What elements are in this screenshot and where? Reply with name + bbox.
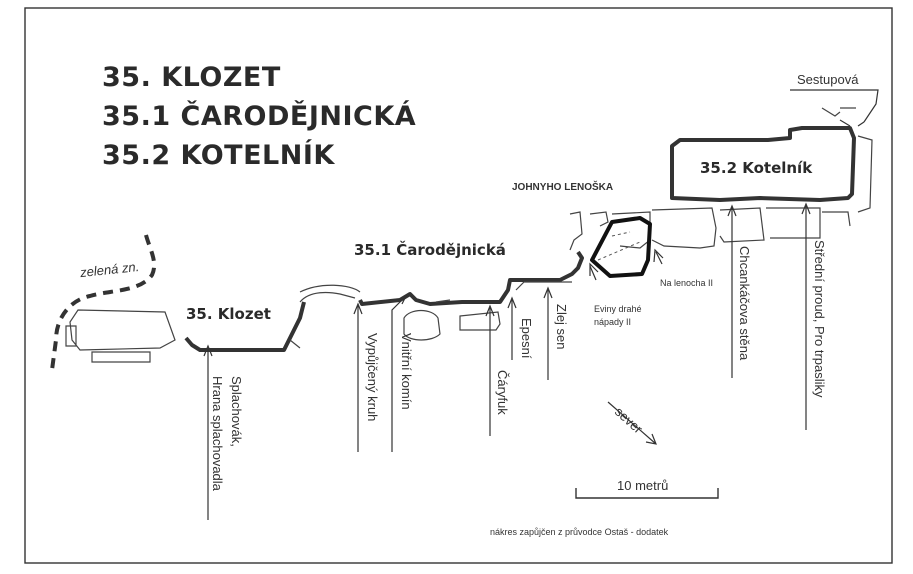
lenoska-pillar — [590, 216, 652, 278]
rock-outline-lenoska — [569, 207, 851, 251]
green-trail — [50, 234, 157, 371]
route-label-epesni: Epesní — [519, 318, 534, 359]
route-label-splachovak: Splachovák, — [229, 376, 244, 447]
area-label-kotelnik: 35.2 Kotelník — [700, 159, 813, 177]
scale-label: 10 metrů — [617, 478, 669, 493]
route-label-vypujceny: Vypůjčený kruh — [365, 333, 380, 422]
cliff-kotelnik — [670, 126, 856, 202]
cliff-klozet — [184, 301, 306, 352]
route-label-vnitrni: Vnitřní komín — [399, 333, 414, 410]
area-label-klozet: 35. Klozet — [186, 305, 271, 323]
title-kotelnik: 35.2 KOTELNÍK — [102, 140, 335, 171]
route-label-stredni: Střední proud, Pro trpasliky — [812, 240, 827, 398]
cliff-carodejnicka — [358, 250, 584, 306]
area-label-carodejnicka: 35.1 Čarodějnická — [354, 241, 506, 259]
rock-outline-left — [65, 309, 176, 363]
rock-outline-klozet — [289, 291, 356, 349]
route-label-hrana: Hrana splachovadla — [210, 376, 225, 491]
rock-outline-kotelnik — [821, 107, 873, 213]
eviny-label: Eviny drahé nápady II — [594, 304, 642, 327]
lenoska-inner — [597, 231, 641, 261]
route-label-zlej: Zlej sen — [554, 304, 569, 350]
title-klozet: 35. KLOZET — [102, 62, 281, 93]
north-arrow — [607, 401, 657, 445]
johnyho-lenoska-label: JOHNYHO LENOŠKA — [512, 182, 614, 193]
title-carodejnicka: 35.1 ČARODĚJNICKÁ — [102, 101, 417, 132]
credit-label: nákres zapůjčen z průvodce Ostaš - dodat… — [490, 527, 669, 537]
sheet-border — [24, 7, 893, 564]
route-arrows — [203, 202, 811, 520]
route-label-caryfuk: Čáryfuk — [495, 370, 510, 415]
sestupova-label: Sestupová — [797, 72, 859, 87]
scale-bar — [575, 488, 719, 499]
route-label-chcankacova: Chcankáčova stěna — [737, 246, 752, 361]
na-lenocha-label: Na lenocha II — [660, 278, 714, 288]
sestupova-arrow — [790, 89, 879, 127]
rock-outline-carodejnicka — [299, 281, 572, 341]
